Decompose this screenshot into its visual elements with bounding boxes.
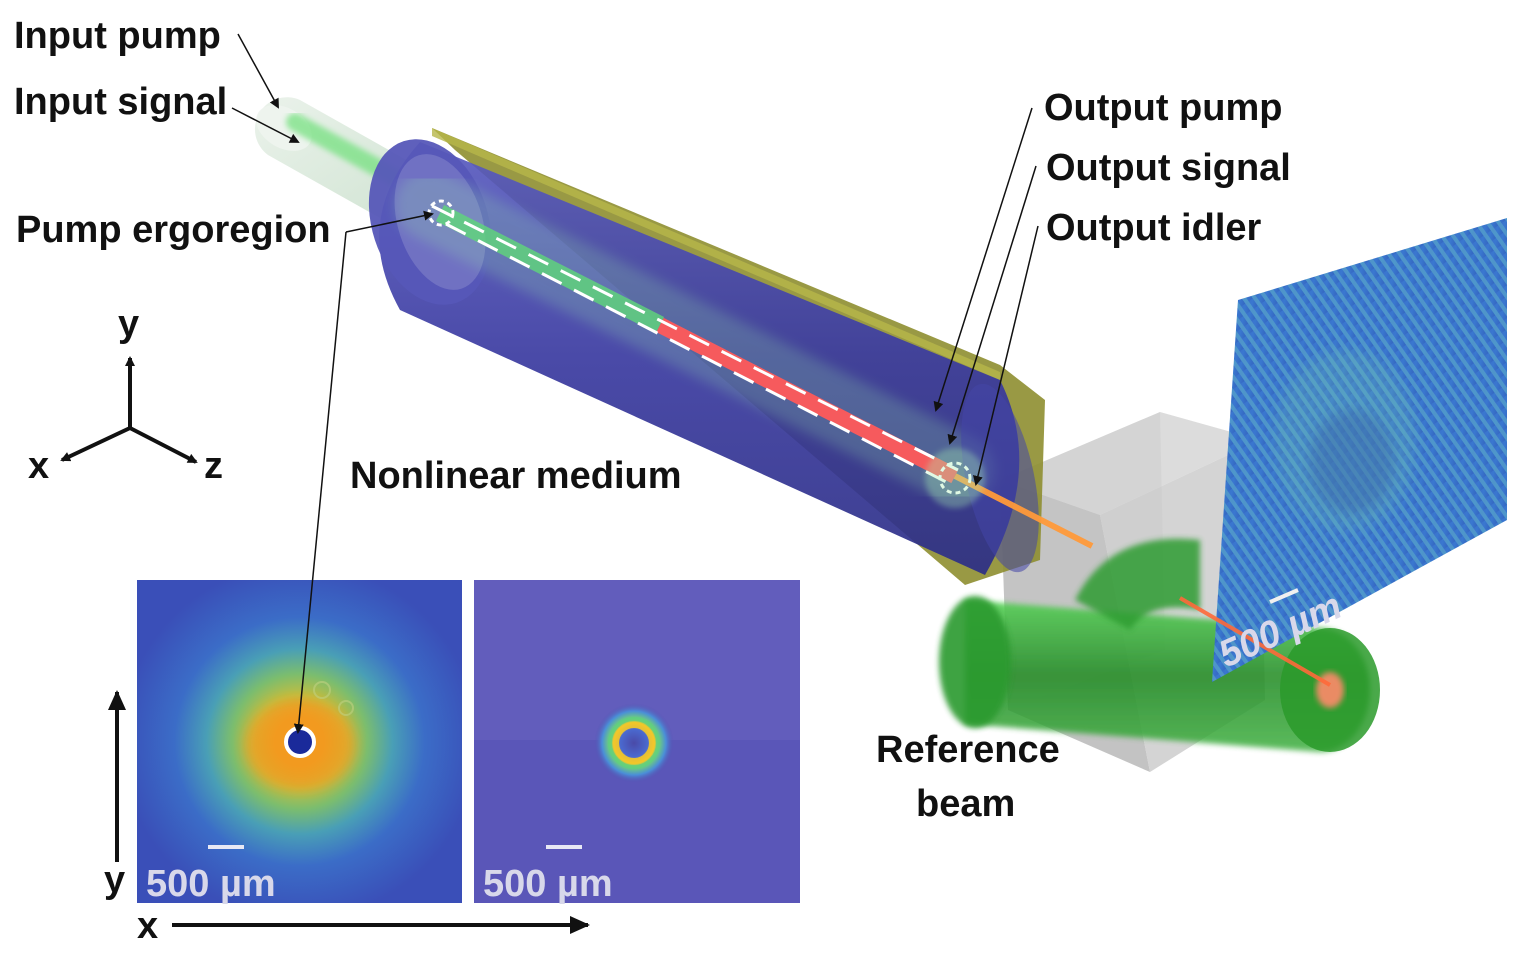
inset-axis-label-x: x: [137, 905, 158, 947]
label-reference-line1: Reference: [876, 729, 1060, 771]
label-output-signal: Output signal: [1046, 147, 1291, 189]
inset-panel-middle: 500 µm: [474, 580, 800, 905]
inset-axis-label-y: y: [104, 859, 125, 901]
axis-label-y: y: [118, 303, 139, 345]
inset-panel-left: 500 µm: [137, 580, 462, 905]
beam-path: [427, 199, 1332, 687]
label-pump-ergoregion: Pump ergoregion: [16, 209, 331, 251]
interference-pattern-screen-icon: [1212, 218, 1507, 682]
axis-label-x: x: [28, 445, 49, 487]
label-output-pump: Output pump: [1044, 87, 1282, 129]
label-reference-line2: beam: [916, 783, 1015, 825]
label-input-pump: Input pump: [14, 15, 221, 57]
label-output-idler: Output idler: [1046, 207, 1262, 249]
scale-label-middle: 500 µm: [483, 863, 613, 905]
inset-axes: y x: [104, 690, 590, 947]
label-input-signal: Input signal: [14, 81, 227, 123]
pointer-lines: [231, 33, 1039, 734]
scale-label-left: 500 µm: [146, 863, 276, 905]
label-nonlinear-medium: Nonlinear medium: [350, 455, 682, 497]
coordinate-axes: y x z: [28, 303, 223, 487]
axis-label-z: z: [204, 445, 223, 487]
